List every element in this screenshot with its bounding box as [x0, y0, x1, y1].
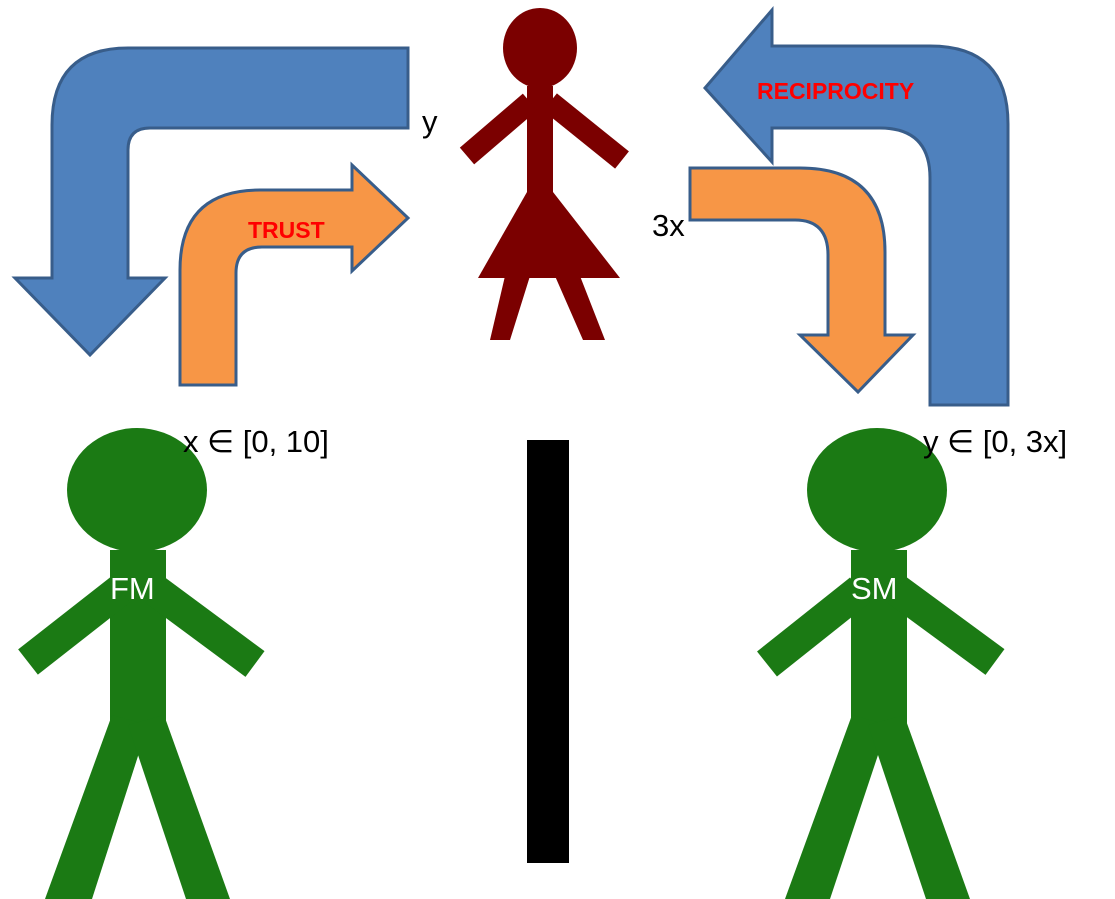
fm-person: [18, 428, 265, 899]
trust-label: TRUST: [248, 217, 325, 243]
y-range-label: y ∈ [0, 3x]: [923, 424, 1067, 459]
divider-bar: [527, 440, 569, 863]
sm-torso: [851, 550, 907, 730]
y-label: y: [422, 104, 438, 139]
reciprocity-label: RECIPROCITY: [757, 78, 914, 104]
sm-label: SM: [851, 571, 898, 606]
fm-torso: [110, 550, 166, 730]
sm-head: [807, 428, 947, 552]
top-person-right-arm: [543, 93, 629, 169]
top-person: [459, 8, 629, 340]
fm-right-leg: [128, 715, 230, 899]
three-x-label: 3x: [652, 208, 685, 243]
top-person-torso: [527, 86, 553, 198]
top-person-left-arm: [459, 93, 538, 165]
fm-left-arm: [18, 577, 130, 675]
reciprocity-arrow: [703, 5, 1010, 407]
x-range-label: x ∈ [0, 10]: [183, 424, 329, 459]
left-blue-arrow: [11, 46, 410, 358]
sm-left-arm: [757, 577, 870, 677]
top-person-head: [503, 8, 577, 88]
sm-person: [757, 428, 1005, 899]
sm-left-leg: [785, 715, 888, 899]
top-person-skirt: [478, 192, 620, 278]
fm-head: [67, 428, 207, 552]
top-person-right-leg: [555, 276, 605, 340]
fm-left-leg: [45, 715, 148, 899]
trust-arrow: [178, 161, 411, 387]
sm-right-arm: [887, 577, 1005, 675]
sm-right-leg: [868, 715, 970, 899]
fm-label: FM: [110, 571, 155, 606]
fm-right-arm: [145, 577, 265, 677]
top-person-left-leg: [490, 276, 530, 340]
right-orange-arrow: [688, 166, 917, 395]
